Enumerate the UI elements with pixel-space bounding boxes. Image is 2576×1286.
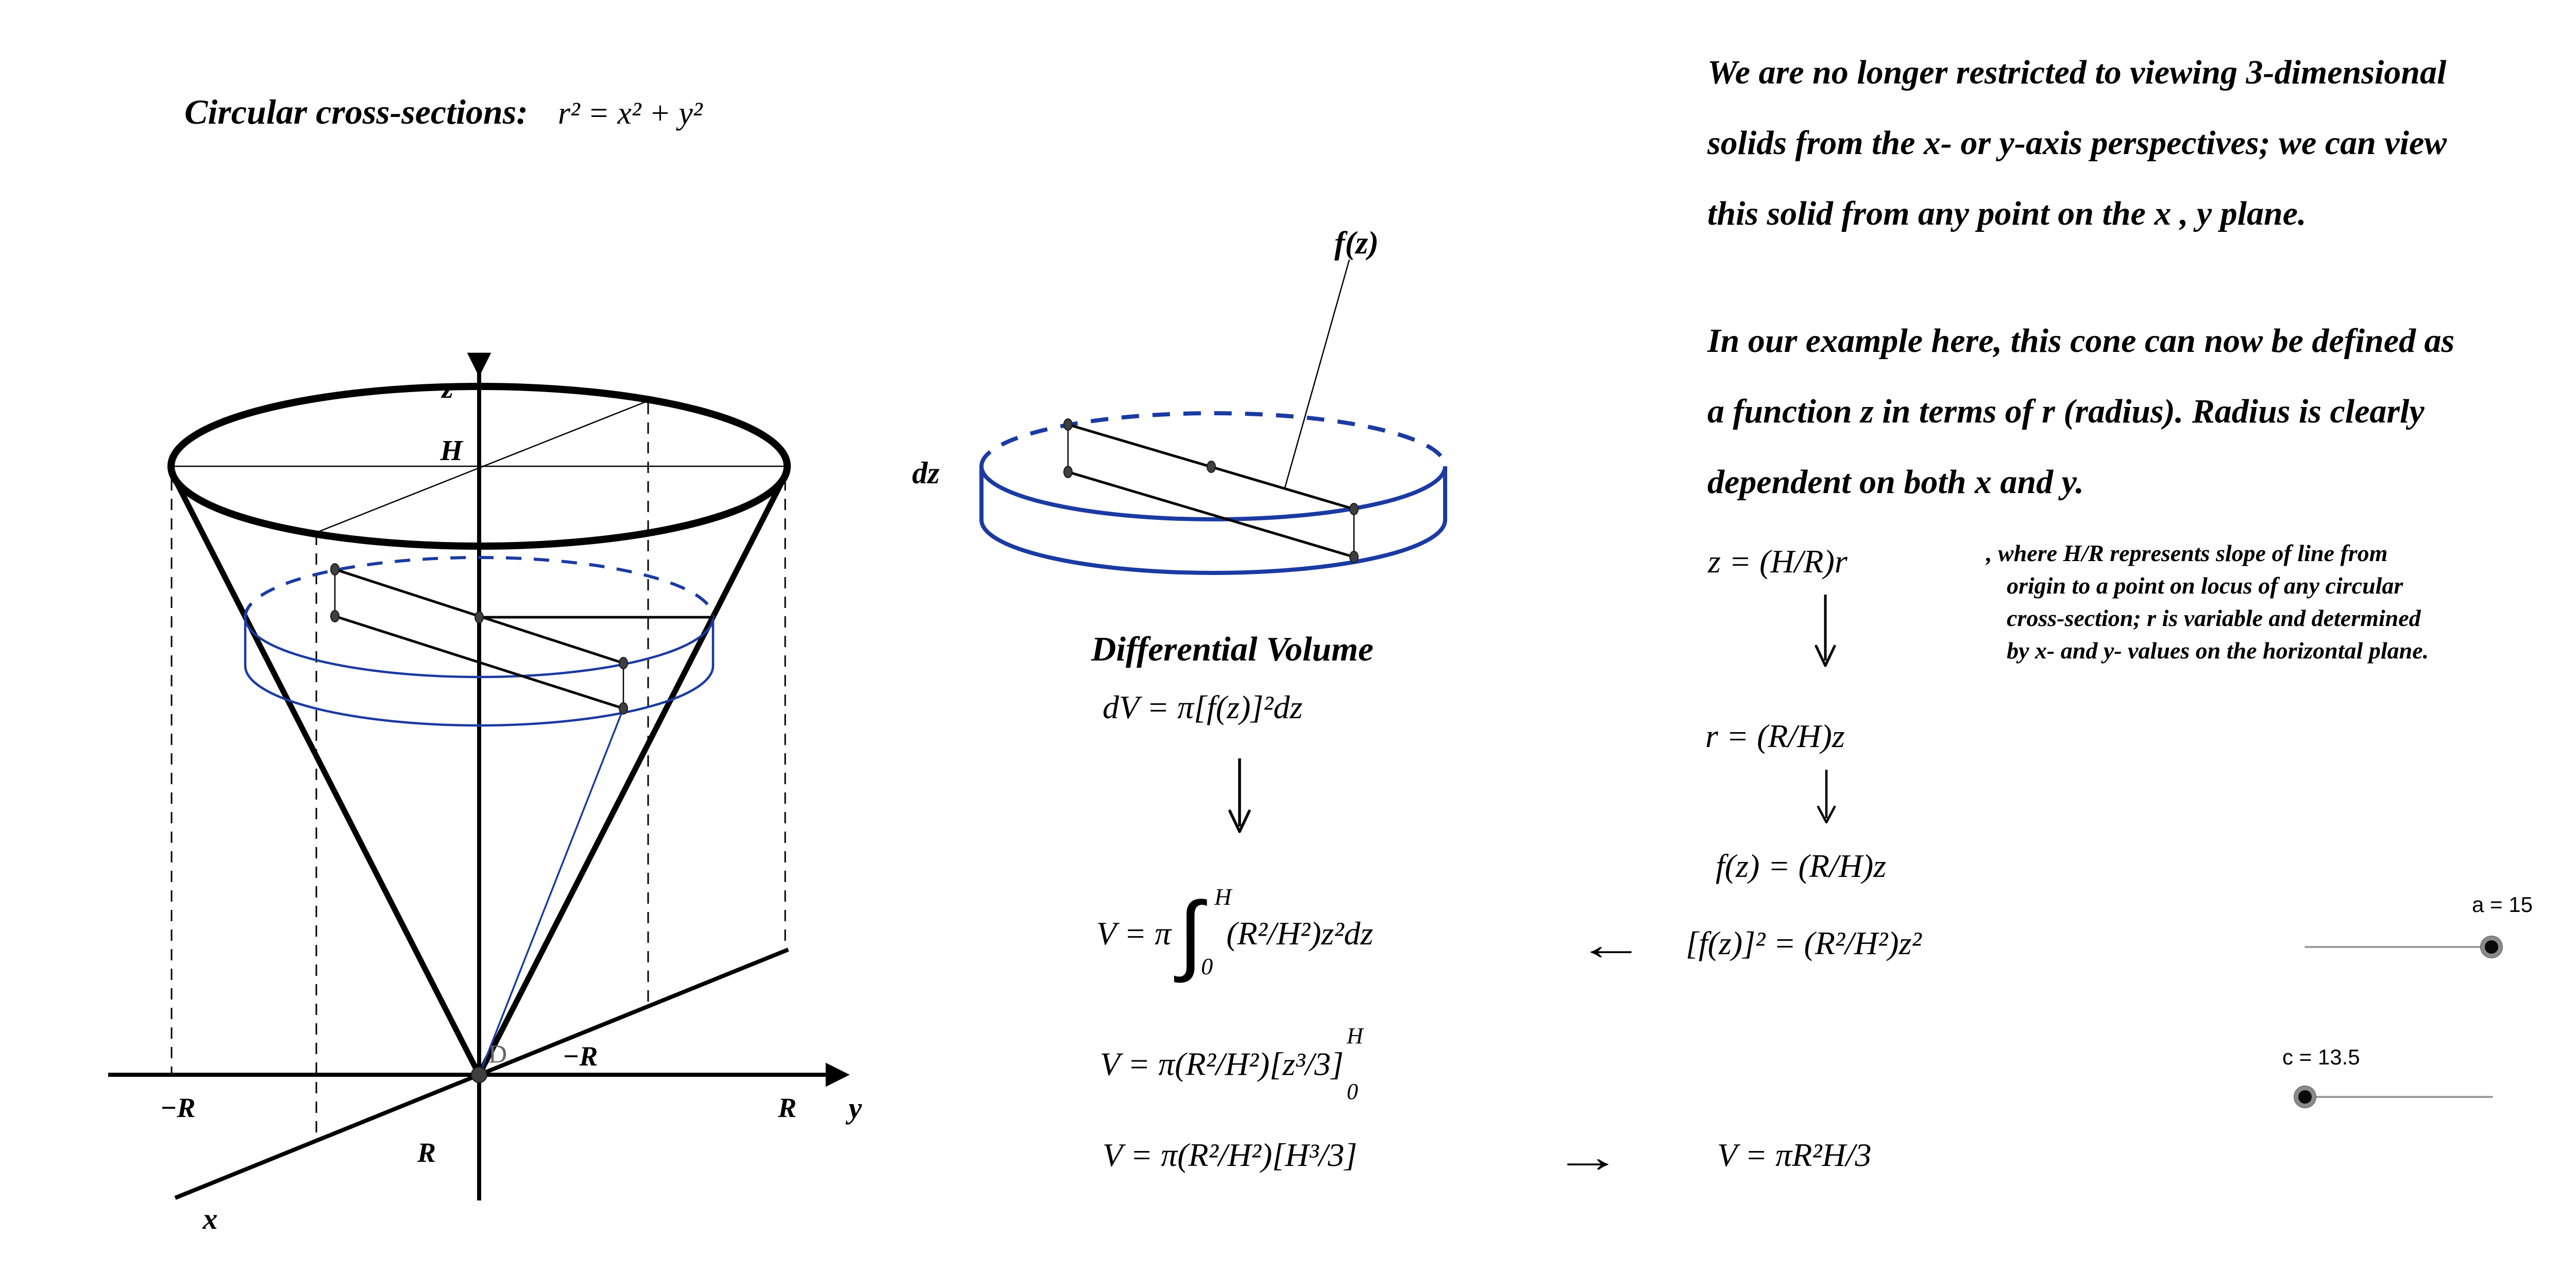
- integral-pre: V = π: [1096, 915, 1172, 952]
- point-handle[interactable]: [1349, 503, 1359, 515]
- neg-r-near-origin-label: −R: [563, 1041, 598, 1072]
- point-handle[interactable]: [330, 610, 340, 622]
- disk-bottom-diameter: [1067, 470, 1354, 559]
- disk-top-ellipse-front: [979, 466, 1447, 521]
- z-of-r-formula: z = (H/R)r: [1708, 543, 1848, 580]
- down-arrow-icon: [1815, 595, 1836, 667]
- point-handles: [330, 563, 628, 1083]
- top-ellipse-oblique-diameter: [318, 400, 649, 533]
- point-handle[interactable]: [619, 657, 628, 669]
- point-handle[interactable]: [1063, 466, 1073, 478]
- y-axis-label: y: [845, 1091, 862, 1125]
- slab-chords: [334, 568, 713, 710]
- integral-upper-limit: H: [1214, 884, 1232, 910]
- right-arrow-icon: →: [1553, 1133, 1623, 1181]
- note-line: , where H/R represents slope of line fro…: [1986, 540, 2388, 566]
- disk-bottom-ellipse-front: [979, 519, 1447, 575]
- down-arrow-icon: [1817, 770, 1836, 824]
- fz-pointer-line: [1283, 259, 1350, 490]
- eval-body: V = π(R²/H²)[z³/3]: [1100, 1045, 1344, 1082]
- intro-line: dependent on both x and y.: [1707, 463, 2084, 501]
- intro-line: We are no longer restricted to viewing 3…: [1707, 54, 2447, 91]
- slab-top-ellipse-front: [244, 617, 715, 679]
- intro-line: solids from the x- or y-axis perspective…: [1707, 124, 2447, 162]
- integral-block: H ∫ 0: [1174, 882, 1231, 985]
- down-arrow-icon: [1228, 758, 1251, 833]
- slab-bottom-ellipse-front: [244, 665, 715, 727]
- slab-bottom-diameter: [334, 615, 624, 710]
- r-of-z-formula: r = (R/H)z: [1705, 718, 1845, 754]
- point-handle[interactable]: [1207, 461, 1216, 473]
- neg-r-left-label: −R: [160, 1092, 196, 1123]
- disk-figure: f(z) dz: [912, 226, 1447, 575]
- fz-squared-formula: [f(z)]² = (R²/H²)z²: [1686, 925, 1922, 961]
- slab-top-ellipse-back-dashed: [244, 556, 715, 618]
- eval-lower-limit: 0: [1346, 1079, 1358, 1104]
- slider-a-knob[interactable]: [2481, 936, 2502, 958]
- disk-outline: [979, 411, 1447, 575]
- cone-side-left: [171, 475, 482, 1076]
- slider-c-knob[interactable]: [2294, 1086, 2316, 1108]
- origin-point-label: D: [488, 1039, 507, 1068]
- intro-line: In our example here, this cone can now b…: [1707, 322, 2455, 360]
- title-formula: r² = x² + y²: [557, 96, 703, 131]
- projection-dashed-lines: [171, 403, 786, 1140]
- point-handle[interactable]: [1349, 551, 1359, 563]
- slider-a-label: a = 15: [2472, 892, 2533, 917]
- fz-label: f(z): [1334, 226, 1379, 261]
- intro-line: this solid from any point on the x , y p…: [1707, 195, 2307, 232]
- point-handle[interactable]: [330, 563, 340, 576]
- slider-c-label: c = 13.5: [2282, 1045, 2360, 1069]
- differential-slab: [244, 556, 715, 1073]
- r-below-origin-label: R: [417, 1137, 436, 1168]
- r-right-label: R: [777, 1092, 796, 1123]
- cone-figure: z H D −R −R R y R x: [108, 352, 862, 1236]
- dv-formula: dV = π[f(z)]²dz: [1103, 689, 1303, 725]
- slider-a-track[interactable]: [2304, 946, 2492, 948]
- integral-sign: ∫: [1178, 882, 1203, 985]
- z-axis-label: z: [440, 371, 453, 404]
- eval-upper-limit: H: [1346, 1023, 1363, 1048]
- note-line: cross-section; r is variable and determi…: [2007, 605, 2421, 631]
- title-label: Circular cross-sections:: [184, 92, 528, 131]
- integral-lower-limit: 0: [1201, 953, 1213, 979]
- note-line: by x- and y- values on the horizontal pl…: [2007, 637, 2429, 664]
- intro-line: a function z in terms of r (radius). Rad…: [1707, 393, 2425, 430]
- page-title: Circular cross-sections: r² = x² + y²: [184, 92, 702, 132]
- slider-c-track[interactable]: [2304, 1096, 2493, 1098]
- f-of-z-formula: f(z) = (R/H)z: [1716, 848, 1887, 884]
- point-handle[interactable]: [1063, 418, 1073, 431]
- x-axis-label: x: [202, 1202, 218, 1236]
- left-arrow-icon: ←: [1576, 921, 1646, 969]
- note-line: origin to a point on locus of any circul…: [2007, 572, 2403, 599]
- dz-label: dz: [912, 456, 940, 490]
- integrand: (R²/H²)z²dz: [1226, 915, 1374, 952]
- slope-note: , where H/R represents slope of line fro…: [1986, 537, 2429, 667]
- disk-chords: [1067, 423, 1355, 559]
- substituted-formula: V = π(R²/H²)[H³/3]: [1103, 1137, 1358, 1173]
- point-handle[interactable]: [474, 611, 484, 623]
- origin-point-handle[interactable]: [471, 1067, 487, 1083]
- result-formula: V = πR²H/3: [1717, 1137, 1872, 1173]
- point-handle[interactable]: [619, 702, 628, 715]
- slant-line-to-origin: [479, 708, 624, 1073]
- cone-side-right: [477, 475, 787, 1076]
- differential-volume-heading: Differential Volume: [1091, 630, 1374, 668]
- intro-paragraph-2: In our example here, this cone can now b…: [1707, 306, 2454, 517]
- disk-point-handles: [1063, 418, 1359, 563]
- height-label: H: [439, 435, 463, 467]
- intro-paragraph-1: We are no longer restricted to viewing 3…: [1707, 37, 2447, 249]
- volume-integral-formula: V = π H ∫ 0 (R²/H²)z²dz: [1096, 882, 1373, 985]
- disk-top-ellipse-back-dashed: [979, 411, 1447, 467]
